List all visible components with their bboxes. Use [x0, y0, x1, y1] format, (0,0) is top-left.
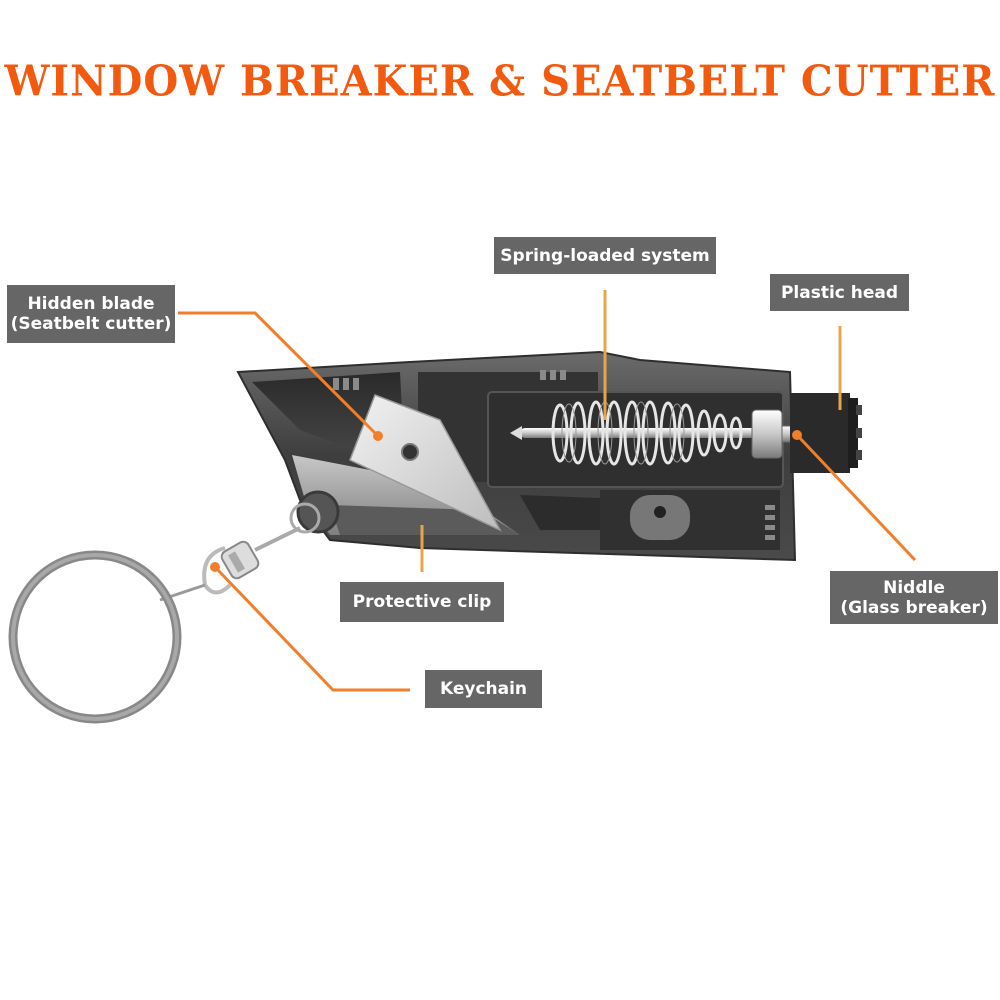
label-protective-clip-line1: Protective clip [352, 592, 492, 612]
label-niddle: Niddle (Glass breaker) [830, 571, 998, 624]
label-protective-clip: Protective clip [340, 582, 504, 622]
label-plastic-head-line1: Plastic head [780, 282, 899, 303]
label-spring-loaded-system: Spring-loaded system [494, 237, 716, 274]
label-niddle-line2: (Glass breaker) [840, 597, 988, 618]
page-title: WINDOW BREAKER & SEATBELT CUTTER [4, 56, 996, 107]
label-keychain: Keychain [425, 670, 542, 708]
label-keychain-line1: Keychain [439, 679, 528, 699]
tool-body [236, 350, 797, 562]
label-hidden-blade-line1: Hidden blade [27, 294, 155, 314]
label-niddle-line1: Niddle [883, 577, 945, 598]
label-plastic-head: Plastic head [770, 274, 909, 311]
keychain [8, 490, 340, 724]
label-hidden-blade: Hidden blade (Seatbelt cutter) [7, 285, 175, 343]
label-spring-loaded-line1: Spring-loaded system [500, 245, 710, 266]
callout-lines [178, 290, 917, 692]
spring [510, 400, 760, 466]
label-hidden-blade-line2: (Seatbelt cutter) [10, 314, 172, 334]
hidden-blade [349, 394, 502, 532]
